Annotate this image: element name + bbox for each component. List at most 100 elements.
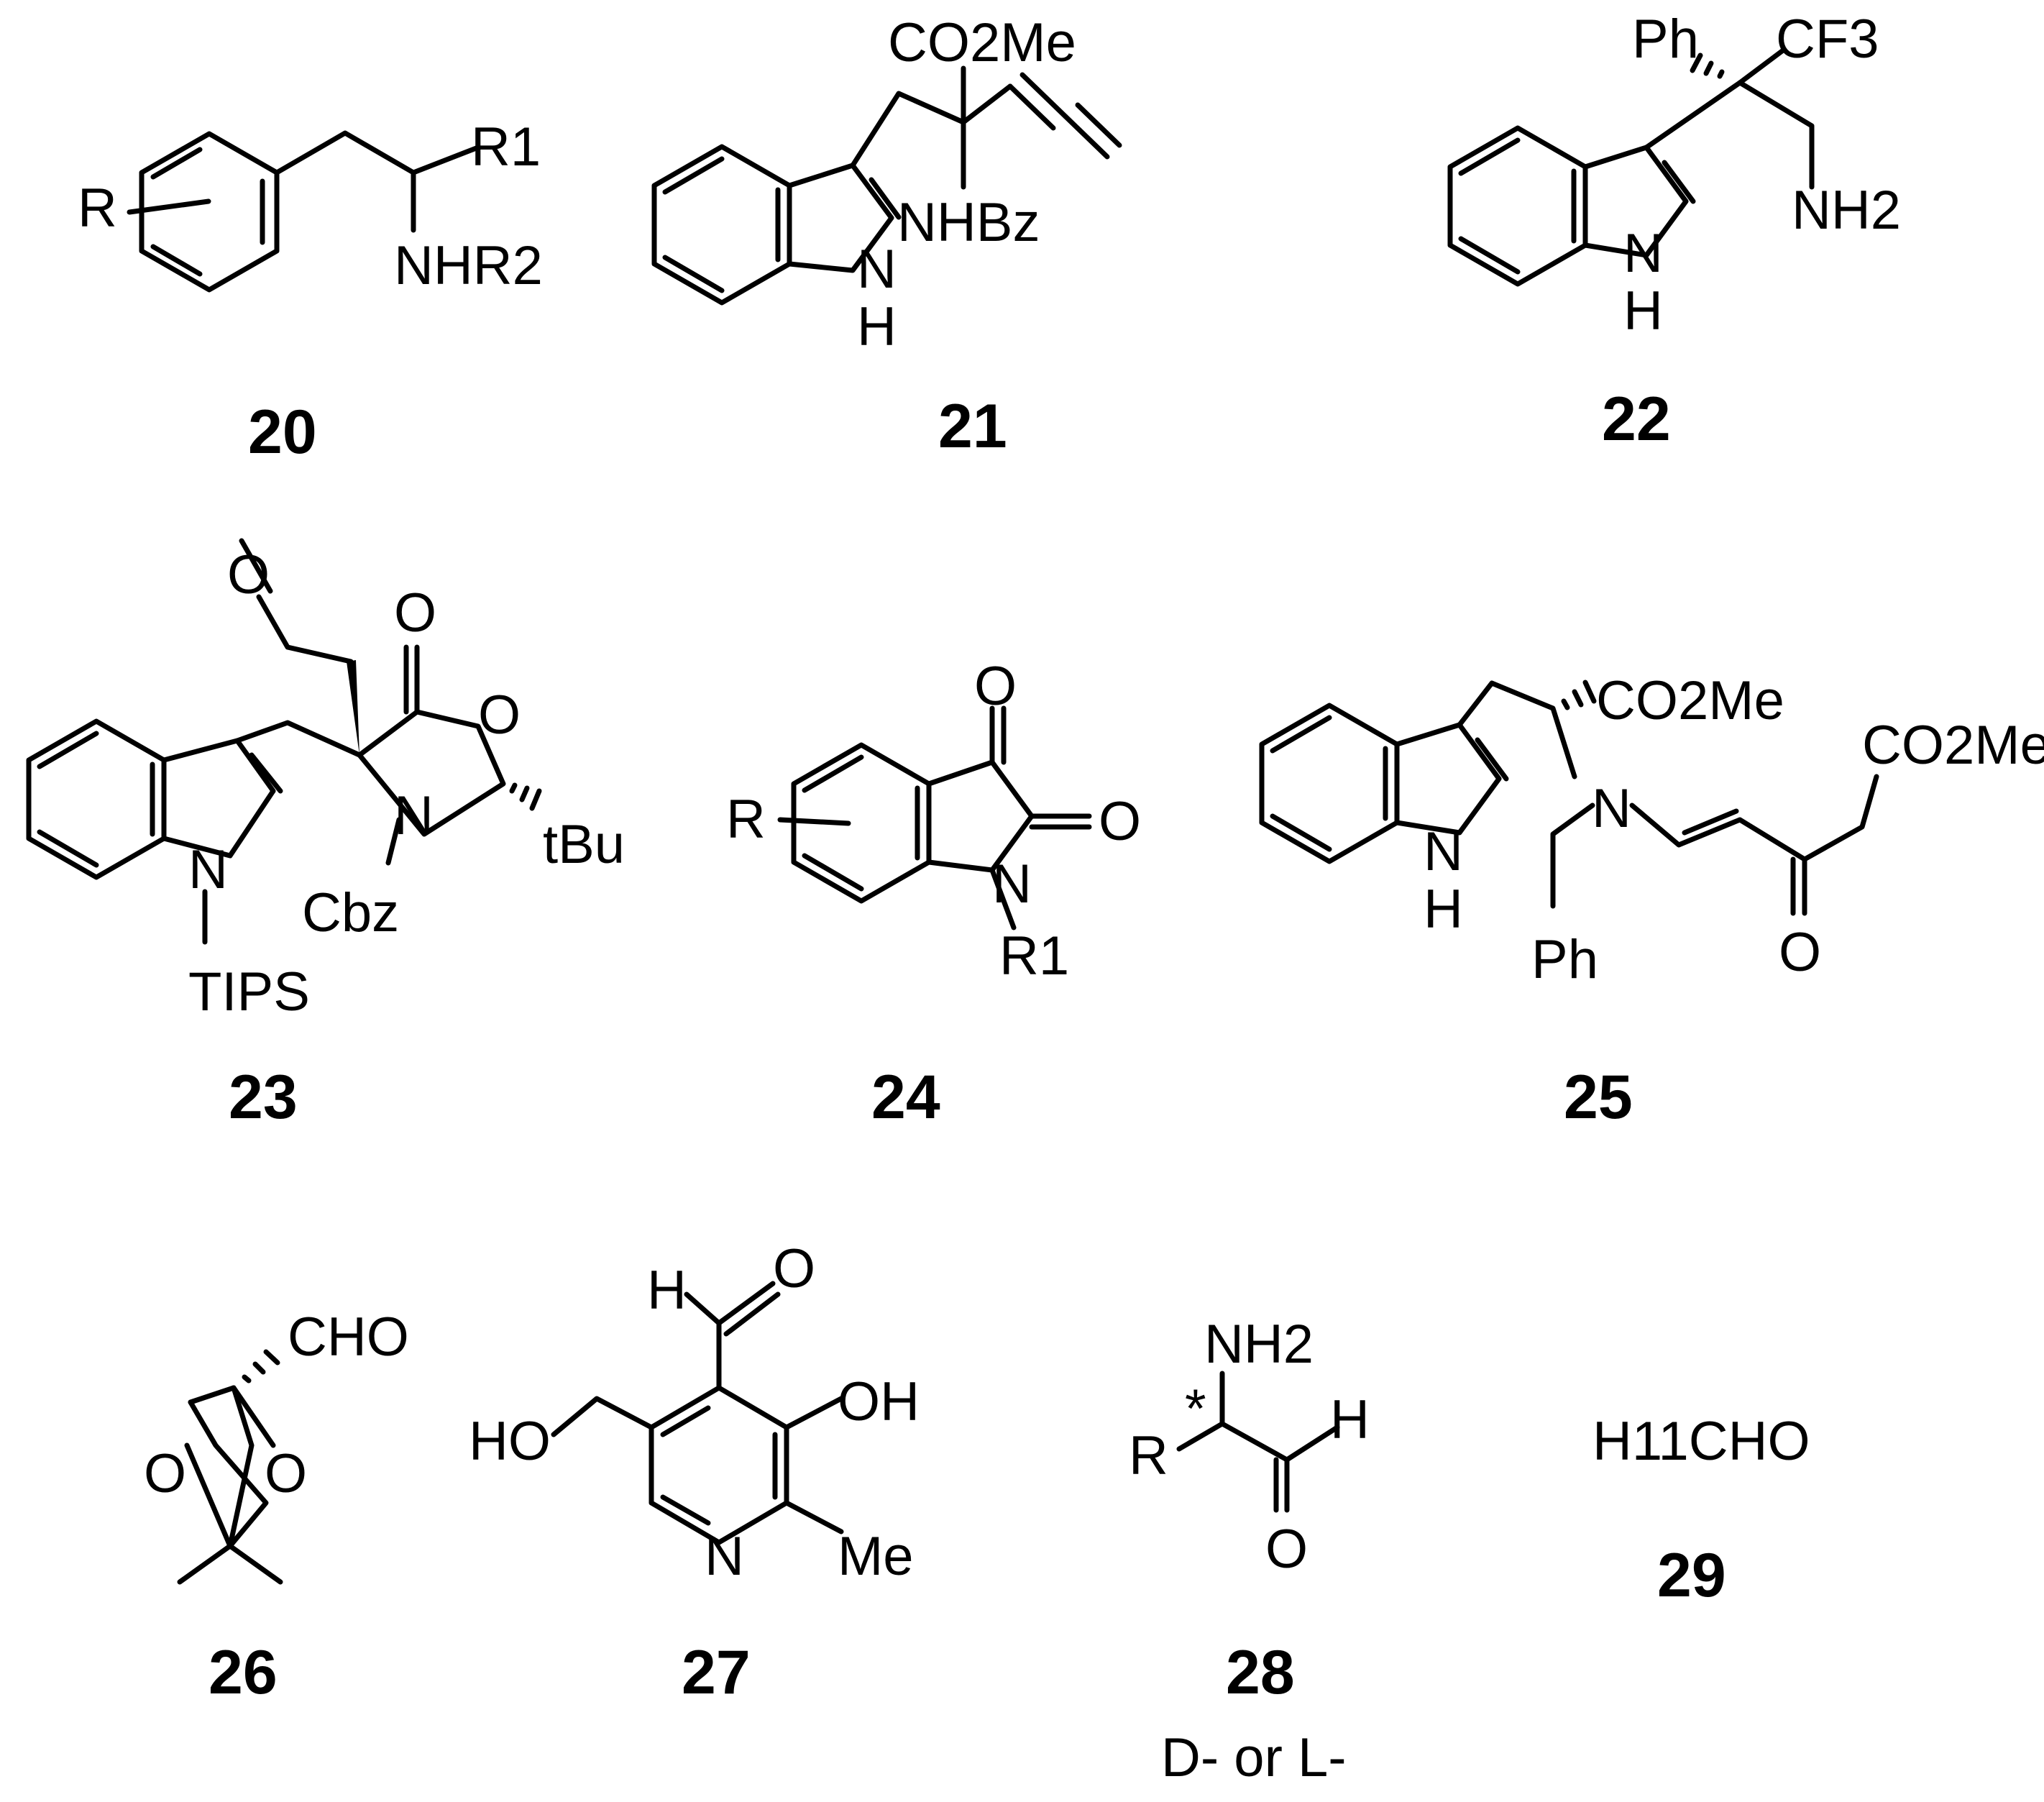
atom-label: N (1623, 223, 1663, 284)
aldehyde-h-bond (684, 1291, 722, 1326)
atom-label: O (144, 1443, 186, 1504)
aminomethyl-chain (1737, 80, 1815, 190)
aromatic-double-bond (1270, 715, 1332, 754)
indole-pyrrole-ring (787, 163, 894, 273)
stereocenter-mark: * (1185, 1378, 1206, 1440)
atom-label: O (478, 685, 521, 746)
atom-label: R (1129, 1425, 1168, 1486)
alkene-double-bond (1682, 808, 1739, 836)
atom-label: O (265, 1443, 307, 1504)
stereo-note: D- or L- (1161, 1727, 1347, 1788)
formyl-bond (716, 1281, 776, 1326)
pyrrole-double-bond (869, 177, 902, 220)
dioxolane-ring (188, 1385, 269, 1549)
compound-number: 21 (938, 392, 1007, 461)
indole-pyrrole-ring (1394, 722, 1502, 836)
atom-label: N (705, 1526, 744, 1587)
r-substituent-bond (127, 198, 211, 215)
compound-24: O O R N R1 24 (726, 656, 1141, 1132)
compound-number: 26 (208, 1638, 278, 1707)
hash-bond (1717, 69, 1725, 79)
atom-label: H (857, 296, 897, 357)
atom-label: tBu (543, 814, 625, 875)
hash-bond (1582, 680, 1597, 704)
atom-label: HO (469, 1411, 551, 1472)
atom-label: O (394, 582, 436, 644)
compound-number: 25 (1564, 1063, 1633, 1132)
hash-bond (519, 785, 530, 802)
indole-benzene-ring (1259, 703, 1400, 864)
allene-bond (1007, 83, 1056, 131)
atom-label: CF3 (1776, 9, 1879, 70)
aromatic-double-bond (1458, 236, 1521, 275)
aromatic-double-bond (802, 853, 864, 892)
indole-benzene-ring (26, 718, 167, 880)
methyl-bond (784, 1500, 844, 1535)
hash-bond (1572, 689, 1584, 708)
atom-label: O (773, 1238, 815, 1299)
atom-label: N (1592, 778, 1631, 839)
indole-benzene-ring (1447, 125, 1588, 287)
atom-label: N (188, 839, 228, 900)
compound-20: R R1 NHR2 20 (78, 116, 543, 467)
formula-label: H11CHO (1592, 1411, 1810, 1472)
atom-label: NH2 (1204, 1314, 1314, 1375)
hash-bond (263, 1349, 280, 1366)
aromatic-double-bond (37, 829, 99, 868)
hash-bond (242, 1374, 252, 1383)
aromatic-double-bond (150, 244, 203, 277)
atom-label: O (1265, 1519, 1308, 1580)
atom-label: CO2Me (1596, 670, 1784, 731)
aromatic-double-bond (662, 156, 725, 195)
atom-label: R (726, 789, 766, 850)
atom-label: NHR2 (394, 235, 543, 296)
compound-22: Ph CF3 NH2 N H 22 (1447, 9, 1901, 454)
aromatic-double-bond (802, 754, 864, 793)
atom-label: CHO (288, 1307, 409, 1368)
wedge-bond (347, 660, 359, 755)
atom-label: O (1099, 791, 1141, 852)
atom-label: H (1424, 879, 1463, 940)
atom-label: R1 (999, 925, 1069, 987)
atom-label: NHBz (897, 192, 1040, 253)
hydroxymethyl-chain (551, 1396, 654, 1437)
formyl-bond (723, 1291, 781, 1337)
atom-label: CO2Me (1862, 715, 2044, 776)
compound-number: 29 (1657, 1541, 1726, 1610)
atom-label: NH2 (1792, 180, 1901, 241)
compound-number: 24 (871, 1063, 940, 1132)
compound-29: H11CHO 29 (1592, 1411, 1810, 1610)
atom-label: H (1330, 1389, 1370, 1450)
allene-bond (1063, 114, 1110, 160)
methylene-link (234, 720, 362, 758)
aromatic-double-bond (150, 147, 203, 180)
hash-bond (1561, 698, 1570, 710)
atom-label: R (78, 178, 117, 239)
aromatic-double-bond (1270, 813, 1332, 852)
gem-methyl-bond (227, 1543, 283, 1585)
gem-methyl-bond (177, 1543, 233, 1585)
indole-benzene-ring (651, 144, 792, 306)
atom-label: O (974, 656, 1017, 717)
side-chain (850, 83, 1013, 168)
atom-label: Me (838, 1526, 914, 1587)
aromatic-double-bond (37, 731, 99, 769)
pyrrole-double-bond (249, 752, 283, 794)
indole-pyrrole-ring (1582, 145, 1689, 258)
benzyl-chain (1550, 802, 1595, 909)
compound-number: 22 (1602, 385, 1671, 454)
aromatic-double-bond (660, 1494, 711, 1526)
n-cbz-bond (385, 817, 402, 866)
pyrrole-double-bond (1475, 737, 1509, 782)
atom-label: Ph (1632, 9, 1699, 70)
atom-label: O (227, 544, 270, 605)
pyrrole-double-bond (1662, 160, 1696, 204)
atom-label: N (992, 854, 1032, 915)
ring-bond (188, 1385, 237, 1405)
compound-number: 23 (229, 1063, 298, 1132)
atom-label: N (1424, 821, 1463, 882)
atom-label: OH (838, 1371, 920, 1432)
side-chain (274, 130, 481, 175)
hydroxyl-bond (784, 1396, 844, 1430)
